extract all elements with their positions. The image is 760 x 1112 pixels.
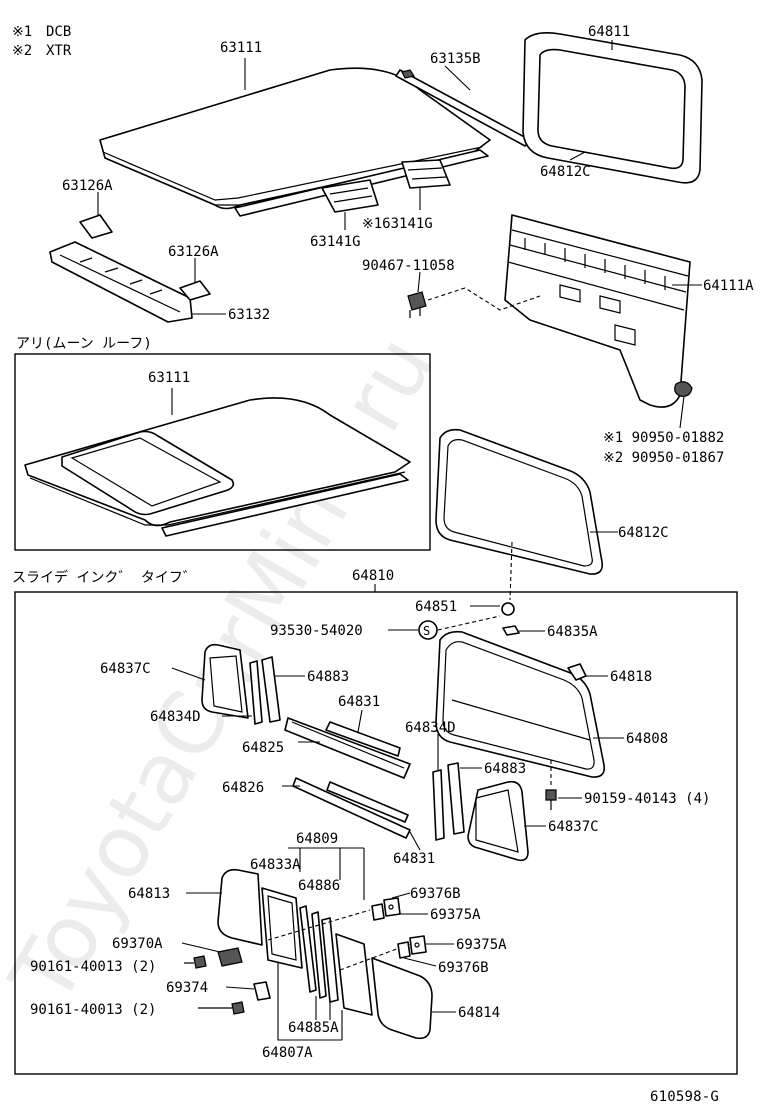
slider-frame [261, 887, 373, 1016]
label-64837c-right: 64837C [548, 819, 599, 835]
label-69374: 69374 [166, 980, 208, 996]
screw-93530: S [418, 620, 438, 640]
glass-right [371, 957, 433, 1040]
label-69376b-1: 69376B [410, 886, 461, 902]
label-64834d-right: 64834D [405, 720, 456, 736]
back-panel [504, 214, 691, 408]
note-1-text: DCB [46, 24, 71, 40]
label-63126a-2: 63126A [168, 244, 219, 260]
vent-window-left [201, 643, 249, 719]
sliding-glass [435, 630, 606, 778]
label-163141g: ※163141G [362, 216, 433, 232]
roof-rail [395, 69, 531, 147]
label-69376b-2: 69376B [438, 960, 489, 976]
section-sliding-type: スライデ インク゛ タイフ゛ [12, 569, 197, 586]
clip-lower [397, 935, 427, 959]
screw-90161-1 [184, 955, 207, 969]
label-64831-upper: 64831 [338, 694, 380, 710]
sliding-type-box [14, 591, 738, 1075]
label-69375a-2: 69375A [456, 937, 507, 953]
channel-left [249, 656, 281, 725]
figure-code: 610598-G [650, 1089, 719, 1105]
moon-roof-box [14, 353, 431, 551]
note-1-mark: ※1 [12, 24, 32, 40]
moon-roof-panel [24, 397, 411, 537]
mid-weatherstrip [435, 428, 604, 575]
clip-90467 [407, 291, 427, 318]
lower-rail [292, 777, 411, 839]
roof-bow [49, 241, 193, 323]
label-64831-lower: 64831 [393, 851, 435, 867]
note-2-text: XTR [46, 43, 72, 59]
roof-pad-2 [179, 280, 211, 301]
note-2-mark: ※2 [12, 43, 32, 59]
part-64851 [501, 602, 515, 616]
part-64835a [502, 625, 520, 636]
label-64811: 64811 [588, 24, 630, 40]
label-64833a: 64833A [250, 857, 301, 873]
screw-90161-2 [198, 1001, 245, 1015]
label-64818: 64818 [610, 669, 652, 685]
label-64851: 64851 [415, 599, 457, 615]
roof-pad-1 [79, 214, 113, 239]
label-93530: 93530-54020 [270, 623, 363, 639]
label-63132: 63132 [228, 307, 270, 323]
label-64834d-left: 64834D [150, 709, 201, 725]
label-69370a: 69370A [112, 936, 163, 952]
label-90950-1: ※1 90950-01882 [603, 430, 724, 446]
vent-window-right [467, 780, 529, 862]
label-64808: 64808 [626, 731, 668, 747]
label-64812c-top: 64812C [540, 164, 591, 180]
label-64885a: 64885A [288, 1020, 339, 1036]
label-64886: 64886 [298, 878, 340, 894]
label-64883-right: 64883 [484, 761, 526, 777]
latch-69370a [217, 947, 243, 967]
label-64825: 64825 [242, 740, 284, 756]
label-64837c-left: 64837C [100, 661, 151, 677]
label-64810: 64810 [352, 568, 394, 584]
label-63135b: 63135B [430, 51, 481, 67]
label-64807a: 64807A [262, 1045, 313, 1061]
label-90467: 90467-11058 [362, 258, 455, 274]
label-64835a: 64835A [547, 624, 598, 640]
label-63111-top: 63111 [220, 40, 262, 56]
label-64809: 64809 [296, 831, 338, 847]
label-63126a-1: 63126A [62, 178, 113, 194]
label-90161-2: 90161-40013 (2) [30, 1002, 156, 1018]
label-64813: 64813 [128, 886, 170, 902]
label-63141g: 63141G [310, 234, 361, 250]
label-63111-moon: 63111 [148, 370, 190, 386]
part-69374 [253, 981, 271, 1001]
label-64111a: 64111A [703, 278, 754, 294]
label-90159: 90159-40143 (4) [584, 791, 710, 807]
section-moon-roof: アリ(ムーン ルーフ) [16, 336, 152, 352]
label-90950-2: ※2 90950-01867 [603, 450, 724, 466]
label-64812c-mid: 64812C [618, 525, 669, 541]
plug [674, 381, 693, 397]
label-64814: 64814 [458, 1005, 500, 1021]
channel-right [432, 762, 465, 841]
label-64826: 64826 [222, 780, 264, 796]
label-64883-left: 64883 [307, 669, 349, 685]
screw-90159 [545, 789, 557, 810]
back-window-frame [522, 32, 703, 184]
label-90161-1: 90161-40013 (2) [30, 959, 156, 975]
label-69375a-1: 69375A [430, 907, 481, 923]
clip-upper [371, 897, 401, 921]
glass-left [217, 868, 263, 946]
svg-text:S: S [423, 624, 430, 638]
upper-rail [284, 717, 411, 779]
roof-bracket [321, 159, 451, 213]
